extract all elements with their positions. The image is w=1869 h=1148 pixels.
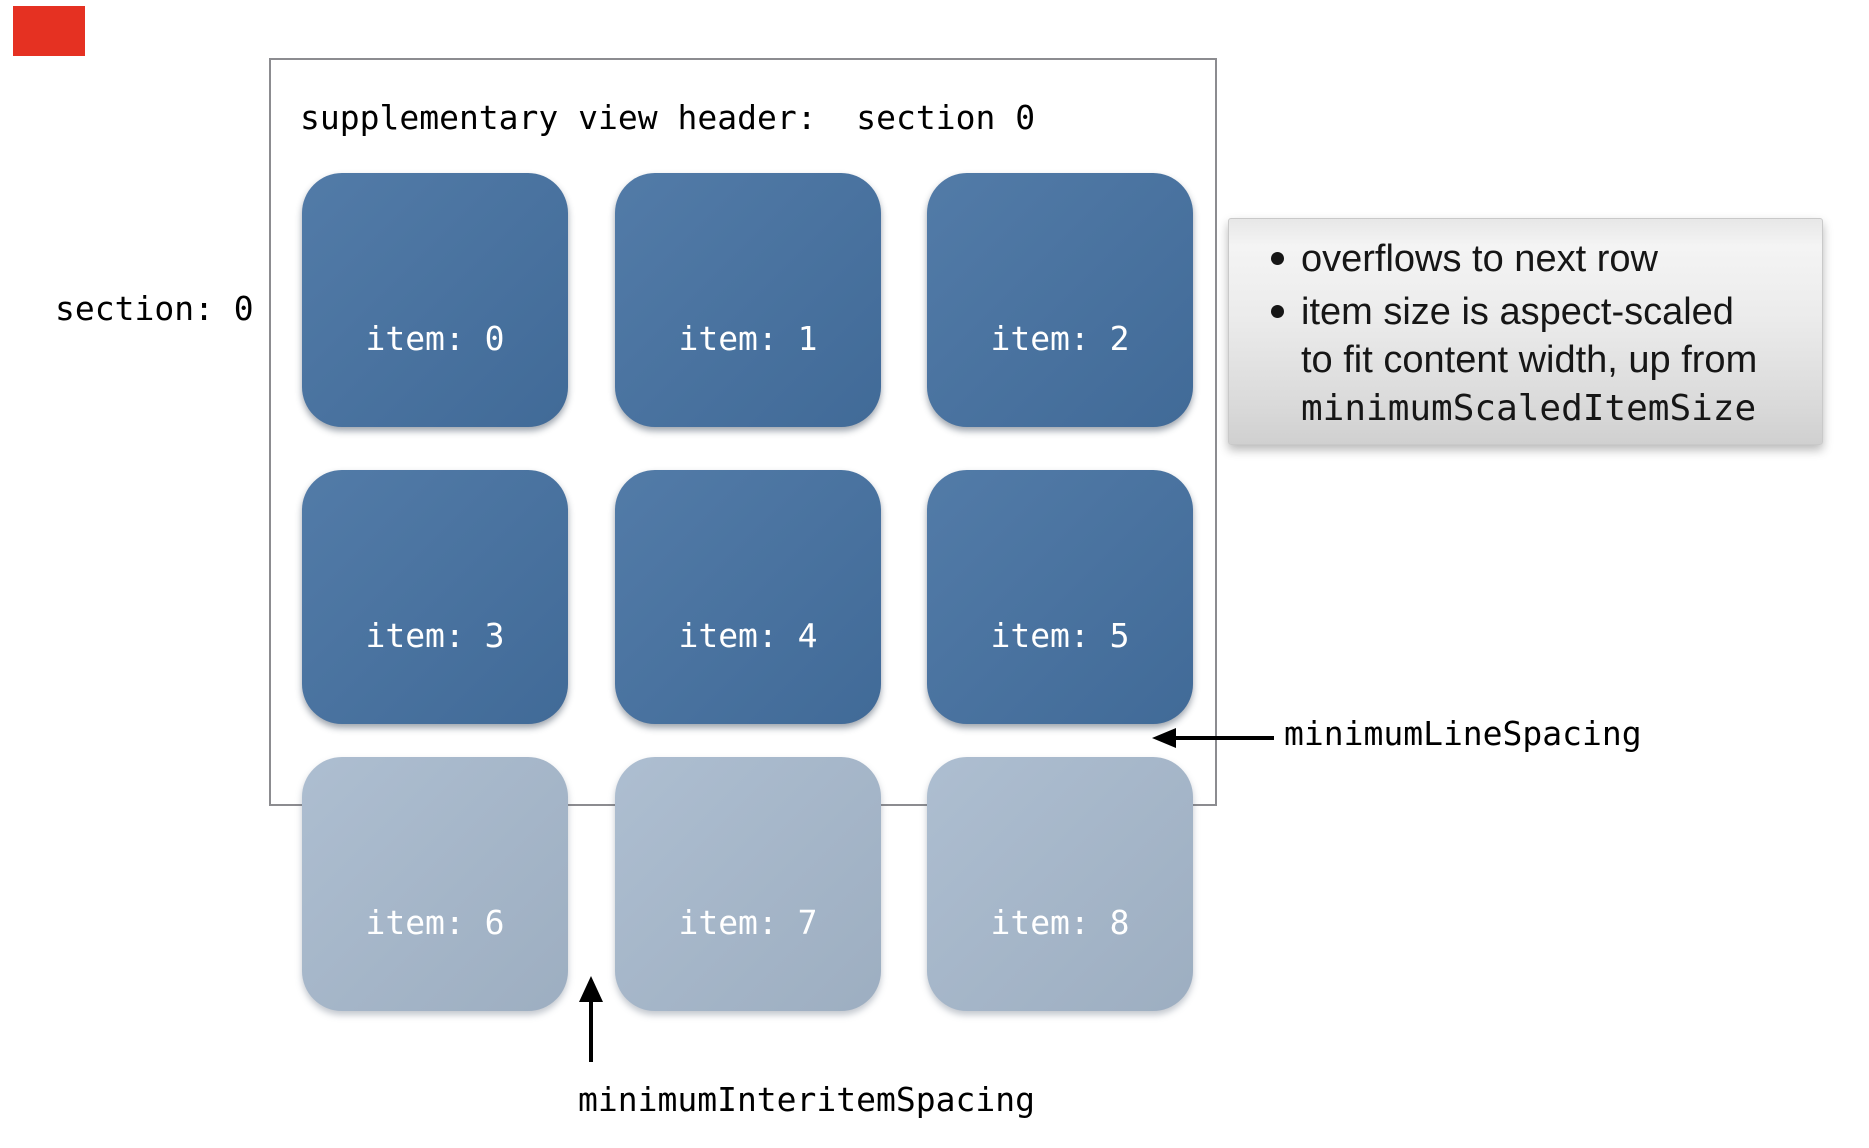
grid-item-7-label: item: 7 xyxy=(678,903,818,942)
grid-item-0-label: item: 0 xyxy=(365,319,505,358)
grid-item-0: item: 0 xyxy=(302,173,568,427)
grid-item-8: item: 8 xyxy=(927,757,1193,1011)
up-arrow-icon xyxy=(579,976,603,1002)
callout-bullet-2-line2: to fit content width, up from xyxy=(1301,339,1758,381)
bullet-dot-icon xyxy=(1271,305,1284,318)
interitem-spacing-arrow-line xyxy=(589,1000,593,1062)
grid-item-2: item: 2 xyxy=(927,173,1193,427)
callout-bullet-2: item size is aspect-scaled to fit conten… xyxy=(1247,288,1804,433)
section-label: section: 0 xyxy=(55,289,254,328)
line-spacing-arrow-line xyxy=(1174,736,1274,740)
left-arrow-icon xyxy=(1152,728,1176,748)
callout-bullet-2-code: minimumScaledItemSize xyxy=(1301,388,1757,429)
grid-item-3-label: item: 3 xyxy=(365,616,505,655)
callout-bullet-list: overflows to next row item size is aspec… xyxy=(1247,235,1804,433)
grid-item-4-label: item: 4 xyxy=(678,616,818,655)
red-marker xyxy=(13,6,85,56)
grid-item-8-label: item: 8 xyxy=(990,903,1130,942)
grid-item-5: item: 5 xyxy=(927,470,1193,724)
callout-bullet-2-line1: item size is aspect-scaled xyxy=(1301,291,1734,333)
grid-item-4: item: 4 xyxy=(615,470,881,724)
grid-item-2-label: item: 2 xyxy=(990,319,1130,358)
bullet-dot-icon xyxy=(1271,252,1284,265)
grid-item-6-label: item: 6 xyxy=(365,903,505,942)
grid-item-1-label: item: 1 xyxy=(678,319,818,358)
supplementary-header-label: supplementary view header: section 0 xyxy=(300,98,1036,137)
interitem-spacing-label: minimumInteritemSpacing xyxy=(578,1080,1035,1119)
line-spacing-label: minimumLineSpacing xyxy=(1284,714,1642,753)
grid-item-6: item: 6 xyxy=(302,757,568,1011)
grid-item-1: item: 1 xyxy=(615,173,881,427)
grid-item-5-label: item: 5 xyxy=(990,616,1130,655)
callout-bullet-1: overflows to next row xyxy=(1247,235,1804,283)
grid-item-7: item: 7 xyxy=(615,757,881,1011)
grid-item-3: item: 3 xyxy=(302,470,568,724)
callout-bullet-1-text: overflows to next row xyxy=(1301,238,1658,280)
callout-box: overflows to next row item size is aspec… xyxy=(1228,218,1823,445)
